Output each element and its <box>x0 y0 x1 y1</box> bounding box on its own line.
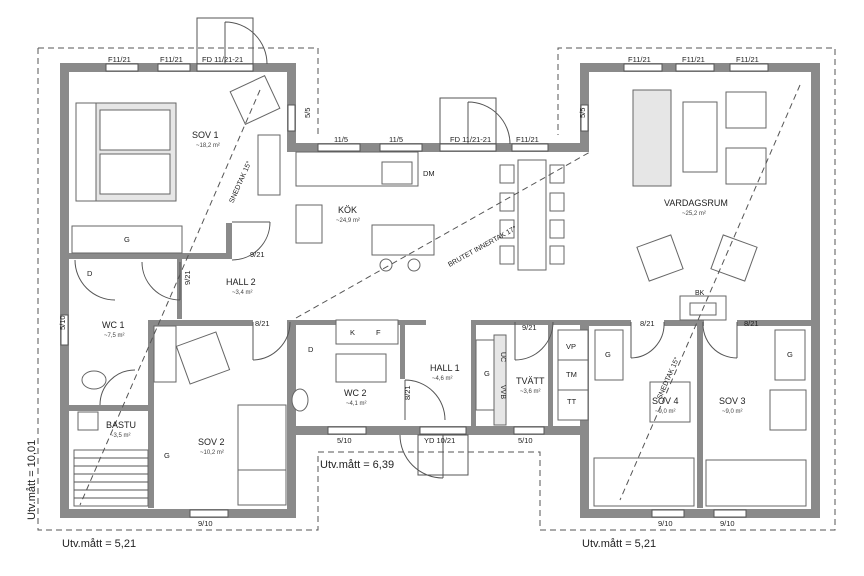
room-bastu-area: ~3,5 m² <box>110 433 131 439</box>
room-hall1-name: HALL 1 <box>430 363 460 373</box>
label-dm: DM <box>423 169 435 178</box>
windows <box>60 63 769 518</box>
fixture-labels: G D G DM K F D G VP TM TT G G BK UC VVB <box>87 169 793 460</box>
label-g-sov4: G <box>605 350 611 359</box>
label-w510-tvatt: 5/10 <box>518 436 533 445</box>
room-vardagsrum-area: ~25,2 m² <box>682 211 706 217</box>
label-yd1021: YD 10/21 <box>424 436 455 445</box>
label-w510-wc2: 5/10 <box>337 436 352 445</box>
room-hall1-area: ~4,6 m² <box>432 376 453 382</box>
label-w510-left: 5/10 <box>58 315 67 330</box>
label-g-sov2: G <box>164 451 170 460</box>
label-f1121-c: F11/21 <box>628 55 651 64</box>
label-f1121-e: F11/21 <box>736 55 759 64</box>
room-labels: SOV 1 ~18,2 m² KÖK ~24,9 m² VARDAGSRUM ~… <box>102 130 746 456</box>
outer-outline <box>37 47 836 531</box>
dimension-width-right: Utv.mått = 5,21 <box>582 538 656 550</box>
label-w910-sov2: 9/10 <box>198 519 213 528</box>
label-k: K <box>350 328 355 337</box>
room-wc1-area: ~7,5 m² <box>104 333 125 339</box>
label-vvb: VVB <box>499 385 506 399</box>
dimension-labels: Utv.mått = 10,01 Utv.mått = 5,21 Utv.måt… <box>26 440 656 550</box>
label-d821-wc2: 8/21 <box>403 385 412 400</box>
label-uc: UC <box>499 352 506 362</box>
room-sov1-area: ~18,2 m² <box>196 143 220 149</box>
label-d-wc1: D <box>87 269 93 278</box>
dimension-width-center: Utv.mått = 6,39 <box>320 459 394 471</box>
furniture <box>71 74 807 507</box>
label-bk: BK <box>695 290 705 297</box>
label-f1121-kok: F11/21 <box>516 135 539 144</box>
label-g-sov3: G <box>787 350 793 359</box>
room-wc1-name: WC 1 <box>102 320 125 330</box>
label-f1121-b: F11/21 <box>160 55 183 64</box>
label-tm: TM <box>566 370 577 379</box>
label-w55-right: 5/5 <box>578 108 587 118</box>
doors <box>74 17 738 479</box>
label-g-sov1: G <box>124 235 130 244</box>
label-fd1121-top: FD 11/21-21 <box>202 55 243 64</box>
room-sov2-name: SOV 2 <box>198 437 225 447</box>
label-vp: VP <box>566 342 576 351</box>
room-sov1-name: SOV 1 <box>192 130 219 140</box>
label-tt: TT <box>567 397 577 406</box>
snedtak-left-label: SNEDTAK 15° <box>228 160 254 205</box>
label-d821-sov4: 8/21 <box>640 319 655 328</box>
room-sov3-name: SOV 3 <box>719 396 746 406</box>
label-d821-sov3: 8/21 <box>744 319 759 328</box>
room-sov2-area: ~10,2 m² <box>200 450 224 456</box>
room-sov3-area: ~9,0 m² <box>722 409 743 415</box>
room-vardagsrum-name: VARDAGSRUM <box>664 198 728 208</box>
label-w115-b: 11/5 <box>389 135 403 144</box>
room-tvatt-area: ~3,6 m² <box>520 389 541 395</box>
room-sov4-area: ~9,0 m² <box>655 409 676 415</box>
label-w115-a: 11/5 <box>334 135 348 144</box>
roof-lines <box>79 84 801 506</box>
label-f: F <box>376 328 381 337</box>
dimension-width-left: Utv.mått = 5,21 <box>62 538 136 550</box>
room-hall2-area: ~3,4 m² <box>232 290 253 296</box>
label-d821-sov2: 8/21 <box>255 319 270 328</box>
label-w910-sov3: 9/10 <box>720 519 735 528</box>
label-f1121-d: F11/21 <box>682 55 705 64</box>
room-kok-area: ~24,9 m² <box>336 218 360 224</box>
label-w55-left: 5/5 <box>303 108 312 118</box>
label-d-wc2: D <box>308 345 314 354</box>
label-d921-sov1: 9/21 <box>250 250 265 259</box>
opening-labels: F11/21 F11/21 FD 11/21-21 F11/21 F11/21 … <box>58 55 759 528</box>
label-d921-tvatt: 9/21 <box>522 323 537 332</box>
label-g-hall1: G <box>484 369 490 378</box>
label-d921-hall: 9/21 <box>183 270 192 285</box>
label-fd1121-kok: FD 11/21-21 <box>450 135 491 144</box>
label-w910-sov4: 9/10 <box>658 519 673 528</box>
room-tvatt-name: TVÄTT <box>516 376 545 386</box>
room-bastu-name: BASTU <box>106 420 136 430</box>
room-sov4-name: SOV 4 <box>652 396 679 406</box>
dimension-height: Utv.mått = 10,01 <box>26 440 38 520</box>
label-f1121-a: F11/21 <box>108 55 131 64</box>
room-wc2-name: WC 2 <box>344 388 367 398</box>
room-wc2-area: ~4,1 m² <box>346 401 367 407</box>
room-kok-name: KÖK <box>338 205 357 215</box>
room-hall2-name: HALL 2 <box>226 277 256 287</box>
